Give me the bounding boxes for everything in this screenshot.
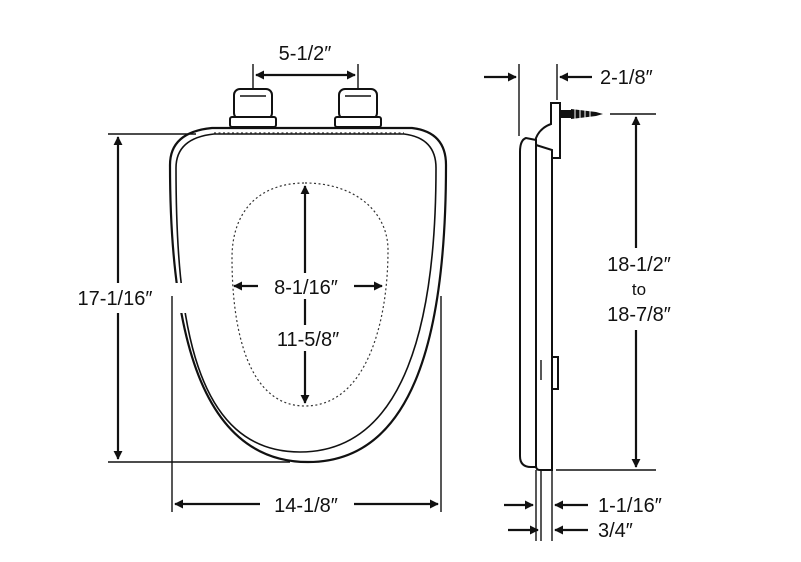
hinge-post-left — [229, 88, 277, 128]
seat-thickness-label: 1-1/16″ — [598, 495, 662, 517]
side-view: 2-1/8″ 18-1/2″ to 18-7/8″ 1-1/16″ 3/4″ — [484, 64, 682, 542]
hinge-post-right — [334, 88, 382, 128]
side-lid — [519, 136, 537, 468]
bolt-distance-label-3: 18-7/8″ — [607, 304, 671, 326]
side-seat — [535, 143, 553, 471]
side-bumper — [551, 356, 559, 390]
hinge-offset-label: 2-1/8″ — [600, 67, 653, 89]
seat-opening — [231, 182, 389, 407]
seat-width-label: 14-1/8″ — [274, 495, 338, 517]
opening-width-label: 8-1/16″ — [274, 277, 338, 299]
bolt-distance-label-2: to — [632, 280, 646, 299]
seat-length-label: 17-1/16″ — [78, 288, 153, 310]
bottom-thickness-label: 3/4″ — [598, 520, 633, 542]
top-view: 5-1/2″ 17-1/16″ 8-1/16″ 11-5/8″ 14-1/8″ — [28, 43, 448, 517]
mounting-bolt — [559, 109, 603, 119]
bolt-distance-label-1: 18-1/2″ — [607, 254, 671, 276]
opening-length-label: 11-5/8″ — [277, 329, 339, 351]
hinge-spacing-label: 5-1/2″ — [279, 43, 332, 65]
